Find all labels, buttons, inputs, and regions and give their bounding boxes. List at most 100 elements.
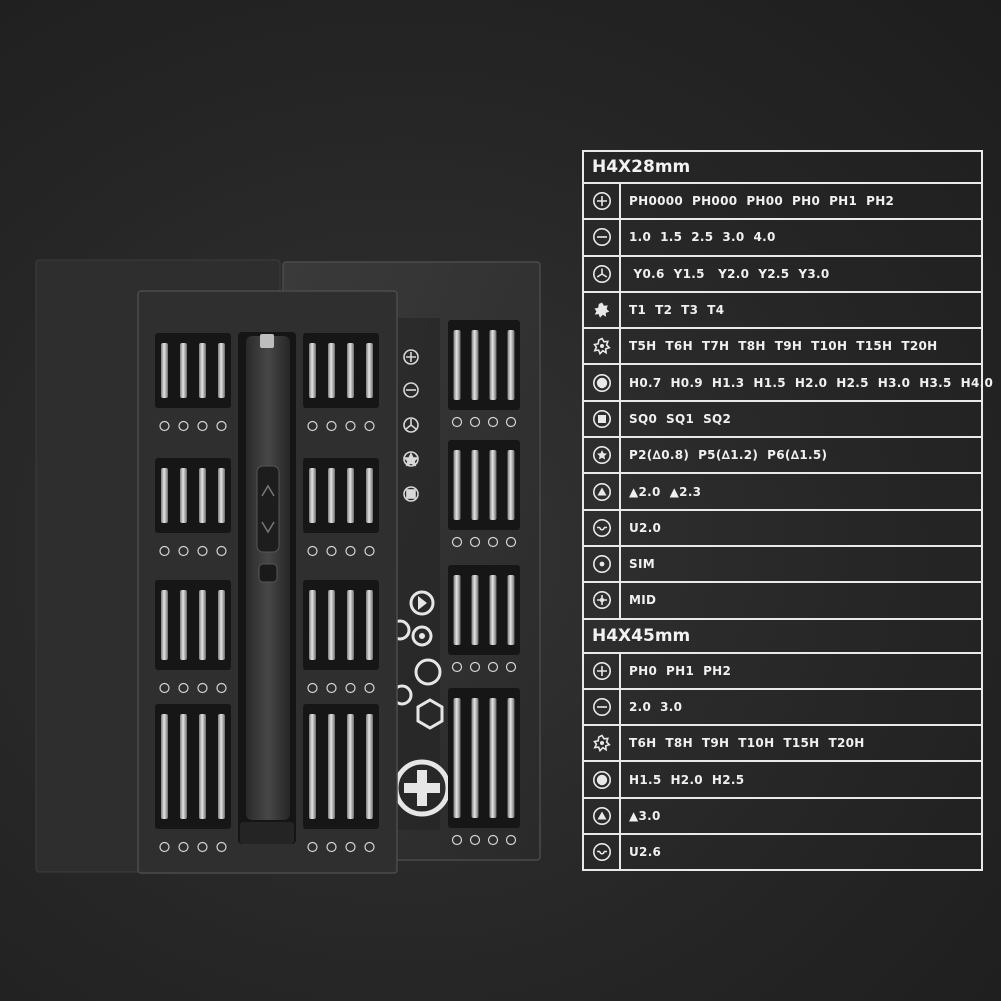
bit — [218, 714, 225, 819]
bit-type-icon-cell — [584, 256, 621, 291]
bit-type-icon-cell — [584, 401, 621, 437]
bit — [366, 590, 373, 660]
slot-icon — [487, 661, 499, 673]
slot-icon — [326, 841, 337, 853]
bit — [347, 590, 354, 660]
slot-icon — [326, 420, 337, 432]
bit-type-icon-cell — [584, 583, 621, 618]
spec-row: MID — [584, 583, 981, 620]
bit — [453, 575, 461, 645]
bit-sizes: ▲3.0 — [629, 808, 661, 823]
bit — [507, 698, 515, 818]
spec-row: PH0000 PH000 PH00 PH0 PH1 PH2 — [584, 184, 981, 221]
spec-row: U2.0 — [584, 510, 981, 547]
bit-type-icon-cell — [584, 762, 621, 797]
torx-security-icon — [592, 734, 611, 753]
bit-sizes: MID — [629, 593, 657, 608]
bit-sizes: P2(∆0.8) P5(∆1.2) P6(∆1.5) — [629, 448, 828, 463]
slot-icon — [159, 545, 170, 557]
tray-bit-blocks — [155, 333, 379, 853]
slotted-icon — [592, 228, 611, 247]
bit-sizes: ▲2.0 ▲2.3 — [629, 484, 702, 499]
slot-icon — [364, 420, 375, 432]
bit-type-icon-cell — [584, 184, 621, 219]
slot-icon — [487, 416, 499, 428]
bit — [199, 343, 206, 398]
sim-icon — [592, 555, 611, 574]
slot-icon — [364, 682, 375, 694]
bit-sizes: SIM — [629, 557, 655, 572]
triangle-icon — [592, 482, 611, 501]
spec-row: T6H T8H T9H T10H T15H T20H — [584, 726, 981, 763]
slot-icon — [216, 682, 227, 694]
bit — [453, 450, 461, 520]
bit — [309, 714, 316, 819]
bit-slot — [448, 565, 520, 655]
tri-wing-icon — [592, 264, 611, 283]
bit — [347, 468, 354, 523]
bit-sizes: H0.7 H0.9 H1.3 H1.5 H2.0 H2.5 H3.0 H3.5 … — [629, 375, 994, 390]
u-type-icon — [592, 843, 611, 862]
bit — [471, 698, 479, 818]
spec-row: Y0.6 Y1.5 Y2.0 Y2.5 Y3.0 — [584, 256, 981, 293]
slot-icon — [178, 682, 189, 694]
bit — [328, 714, 335, 819]
spec-row: 2.0 3.0 — [584, 689, 981, 727]
bit — [366, 343, 373, 398]
spec-row: P2(∆0.8) P5(∆1.2) P6(∆1.5) — [584, 438, 981, 475]
slot-icon — [505, 416, 517, 428]
square-icon — [592, 409, 611, 428]
slot-icon — [197, 420, 208, 432]
bit — [180, 343, 187, 398]
lid-icon-strip — [398, 318, 440, 830]
bit — [180, 468, 187, 523]
bit — [161, 343, 168, 398]
slot-icon — [159, 841, 170, 853]
driver-foot — [240, 822, 294, 844]
bit-slot — [448, 440, 520, 530]
bit-sizes: U2.6 — [629, 845, 662, 860]
bit-slot — [155, 704, 231, 829]
bit — [218, 468, 225, 523]
slot-icon — [469, 536, 481, 548]
bit — [507, 330, 515, 400]
bit — [309, 590, 316, 660]
slot-icon — [469, 416, 481, 428]
bit — [507, 575, 515, 645]
bit-sizes: 2.0 3.0 — [629, 700, 683, 714]
slot-icon — [345, 841, 356, 853]
handle-button — [258, 563, 278, 583]
mid-icon — [592, 591, 611, 610]
switch-down-arrow — [261, 521, 275, 534]
slot-icon — [178, 420, 189, 432]
slot-icon — [197, 545, 208, 557]
switch-up-arrow — [261, 484, 275, 497]
slot-icon — [159, 420, 170, 432]
section-title: H4X28mm — [584, 150, 981, 184]
slot-icon — [216, 420, 227, 432]
bit — [199, 714, 206, 819]
bit-sizes: H1.5 H2.0 H2.5 — [629, 772, 745, 787]
bit-slot — [155, 580, 231, 670]
screwdriver-tip — [260, 334, 274, 348]
bit-type-icon-cell — [584, 474, 621, 509]
spec-row: PH0 PH1 PH2 — [584, 653, 981, 690]
slot-icon — [487, 834, 499, 846]
bit-slot — [303, 704, 379, 829]
bit-slot — [303, 458, 379, 533]
spec-row: ▲2.0 ▲2.3 — [584, 474, 981, 511]
bit-sizes: Y0.6 Y1.5 Y2.0 Y2.5 Y3.0 — [629, 266, 830, 281]
bit — [347, 343, 354, 398]
bit — [453, 330, 461, 400]
spec-row: U2.6 — [584, 835, 981, 872]
bit — [199, 590, 206, 660]
spec-row: 1.0 1.5 2.5 3.0 4.0 — [584, 220, 981, 257]
bit — [366, 468, 373, 523]
bit — [471, 450, 479, 520]
phillips-icon — [592, 661, 611, 680]
slot-icon — [505, 536, 517, 548]
bit — [328, 590, 335, 660]
bit-slot — [303, 333, 379, 408]
bit-type-icon-cell — [584, 329, 621, 364]
